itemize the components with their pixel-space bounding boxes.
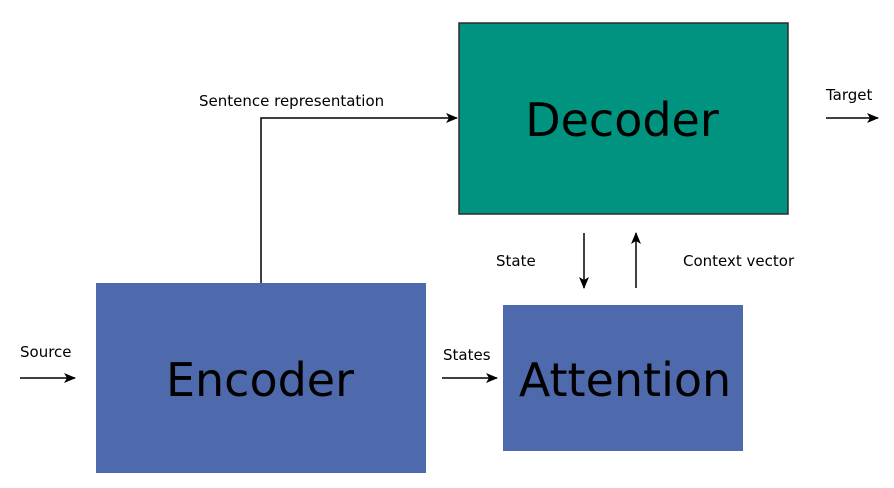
decoder-label: Decoder <box>525 93 719 147</box>
encoder-box <box>96 283 426 473</box>
state-label: State <box>496 252 536 270</box>
encoder-label: Encoder <box>166 353 354 407</box>
states-label: States <box>443 346 491 364</box>
sentence-representation-arrow <box>260 113 458 283</box>
source-label: Source <box>20 343 72 361</box>
target-label: Target <box>825 86 873 104</box>
context-vector-label: Context vector <box>683 252 795 270</box>
attention-label: Attention <box>519 353 731 407</box>
sentence-representation-label: Sentence representation <box>199 92 384 110</box>
attention-box <box>503 305 743 451</box>
decoder-box <box>458 22 789 215</box>
